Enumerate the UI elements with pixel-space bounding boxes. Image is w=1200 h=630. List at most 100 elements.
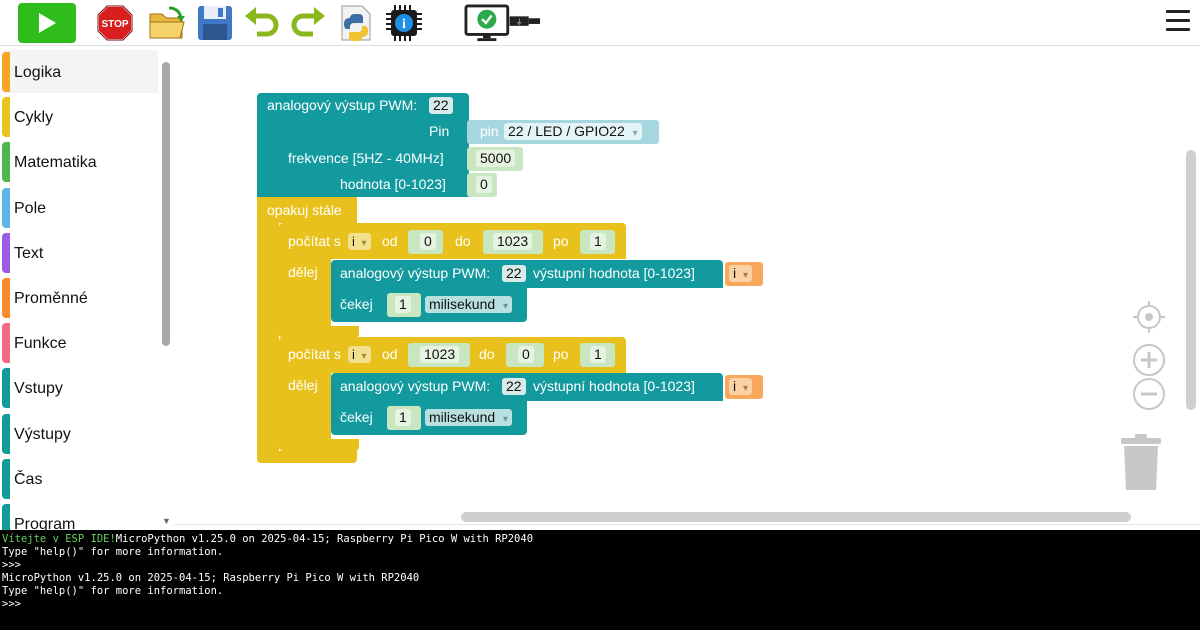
svg-text:⏚: ⏚: [516, 18, 523, 26]
sidebar-item-label: Funkce: [14, 335, 67, 352]
svg-text:STOP: STOP: [101, 19, 128, 30]
redo-icon[interactable]: [289, 4, 327, 42]
category-color-bar: [2, 504, 10, 530]
forever-block-bottom: [257, 451, 357, 463]
for-loop-1-spine: [279, 259, 331, 331]
by-label: po: [553, 346, 569, 362]
scroll-down-icon[interactable]: ▼: [162, 516, 171, 526]
serial-console[interactable]: Vítejte v ESP IDE!MicroPython v1.25.0 on…: [0, 530, 1200, 630]
pwm-output-label: analogový výstup PWM:: [340, 378, 491, 394]
sidebar-item-text[interactable]: Text: [2, 231, 158, 274]
undo-icon[interactable]: [243, 4, 281, 42]
variable-value: i: [733, 265, 737, 281]
pwm-output-label: analogový výstup PWM:: [340, 265, 491, 281]
from-value[interactable]: 1023: [420, 346, 460, 363]
trash-icon[interactable]: [1120, 434, 1162, 490]
svg-text:i: i: [402, 17, 406, 32]
console-line: Type "help()" for more information.: [2, 585, 224, 597]
run-button[interactable]: [18, 3, 76, 43]
sidebar-item-logika[interactable]: Logika: [2, 50, 158, 93]
for-loop-block-1[interactable]: [279, 223, 626, 259]
sidebar-item-label: Vstupy: [14, 380, 63, 397]
loop-variable-dropdown[interactable]: i ▾: [348, 233, 371, 250]
wait-unit-dropdown[interactable]: milisekund ▾: [425, 296, 513, 313]
chevron-down-icon: ▾: [503, 414, 509, 425]
from-value[interactable]: 0: [420, 233, 436, 250]
output-value-label: výstupní hodnota [0-1023]: [533, 378, 695, 394]
sidebar-item-label: Čas: [14, 471, 43, 488]
do-label: dělej: [288, 377, 318, 393]
sidebar-item-label: Text: [14, 245, 44, 262]
sidebar-item-promenne[interactable]: Proměnné: [2, 276, 158, 319]
chevron-down-icon: ▾: [743, 270, 749, 281]
sidebar-item-pole[interactable]: Pole: [2, 186, 158, 229]
wait-unit-value: milisekund: [429, 409, 496, 425]
to-value[interactable]: 0: [518, 346, 534, 363]
frequency-value[interactable]: 5000: [476, 150, 516, 167]
sidebar-item-matematika[interactable]: Matematika: [2, 140, 158, 183]
sidebar-item-cykly[interactable]: Cykly: [2, 95, 158, 138]
sidebar-item-vystupy[interactable]: Výstupy: [2, 412, 158, 455]
variable-dropdown[interactable]: i ▾: [729, 378, 753, 395]
blockly-workspace[interactable]: analogový výstup PWM: 22 Pin pin 22 / LE…: [175, 46, 1200, 530]
pin-dropdown-value: 22 / LED / GPIO22: [508, 123, 625, 139]
pwm-number-field[interactable]: 22: [502, 378, 526, 395]
sidebar-item-program[interactable]: Program: [2, 502, 158, 530]
wait-unit-dropdown[interactable]: milisekund ▾: [425, 409, 513, 426]
workspace-vertical-scrollbar[interactable]: [1186, 150, 1196, 410]
for-loop-1-bottom: [279, 326, 359, 338]
device-connected-icon[interactable]: ⏚: [462, 4, 544, 42]
menu-icon[interactable]: [1166, 10, 1190, 34]
chevron-down-icon: ▾: [361, 351, 367, 362]
pwm-number-field[interactable]: 22: [429, 97, 453, 114]
category-color-bar: [2, 188, 10, 228]
by-value[interactable]: 1: [590, 233, 606, 250]
variable-value: i: [733, 378, 737, 394]
sidebar-item-label: Výstupy: [14, 426, 71, 443]
play-icon: [39, 13, 56, 33]
sidebar-scrollbar[interactable]: [162, 62, 170, 346]
by-value[interactable]: 1: [590, 346, 606, 363]
sidebar-item-vstupy[interactable]: Vstupy: [2, 366, 158, 409]
save-icon[interactable]: [196, 4, 234, 42]
loop-variable-dropdown[interactable]: i ▾: [348, 346, 371, 363]
pin-dropdown[interactable]: 22 / LED / GPIO22 ▾: [504, 123, 642, 140]
loop-variable-value: i: [352, 347, 355, 362]
category-color-bar: [2, 459, 10, 499]
zoom-in-icon[interactable]: [1132, 343, 1166, 377]
wait-value[interactable]: 1: [395, 409, 411, 426]
to-value[interactable]: 1023: [493, 233, 533, 250]
recenter-icon[interactable]: [1132, 300, 1166, 334]
value-value[interactable]: 0: [476, 176, 492, 193]
category-color-bar: [2, 323, 10, 363]
category-color-bar: [2, 52, 10, 92]
workspace-horizontal-scrollbar[interactable]: [461, 512, 1131, 522]
wait-unit-value: milisekund: [429, 296, 496, 312]
stop-icon[interactable]: STOP: [96, 4, 134, 42]
console-line: Vítejte v ESP IDE!MicroPython v1.25.0 on…: [2, 533, 1198, 546]
toolbar: STOP i: [0, 0, 1200, 46]
console-line: MicroPython v1.25.0 on 2025-04-15; Raspb…: [2, 572, 420, 584]
pin-prefix: pin: [480, 123, 499, 139]
forever-label: opakuj stále: [267, 202, 342, 218]
forever-block[interactable]: [257, 197, 357, 223]
chip-info-icon[interactable]: i: [385, 4, 423, 42]
value-label: hodnota [0-1023]: [340, 176, 446, 192]
open-folder-icon[interactable]: [147, 4, 187, 42]
pwm-output-block-2[interactable]: [331, 373, 723, 401]
wait-label: čekej: [340, 409, 373, 425]
chevron-down-icon: ▾: [361, 238, 367, 249]
zoom-out-icon[interactable]: [1132, 377, 1166, 411]
sidebar-item-cas[interactable]: Čas: [2, 457, 158, 500]
do-label: dělej: [288, 264, 318, 280]
pwm-output-block-1[interactable]: [331, 260, 723, 288]
python-file-icon[interactable]: [338, 4, 374, 42]
variable-dropdown[interactable]: i ▾: [729, 265, 753, 282]
chevron-down-icon: ▾: [632, 128, 638, 139]
wait-value[interactable]: 1: [395, 296, 411, 313]
by-label: po: [553, 233, 569, 249]
sidebar-item-funkce[interactable]: Funkce: [2, 321, 158, 364]
pwm-number-field[interactable]: 22: [502, 265, 526, 282]
forever-block-spine: [257, 223, 279, 457]
workspace-divider: [175, 524, 1200, 530]
